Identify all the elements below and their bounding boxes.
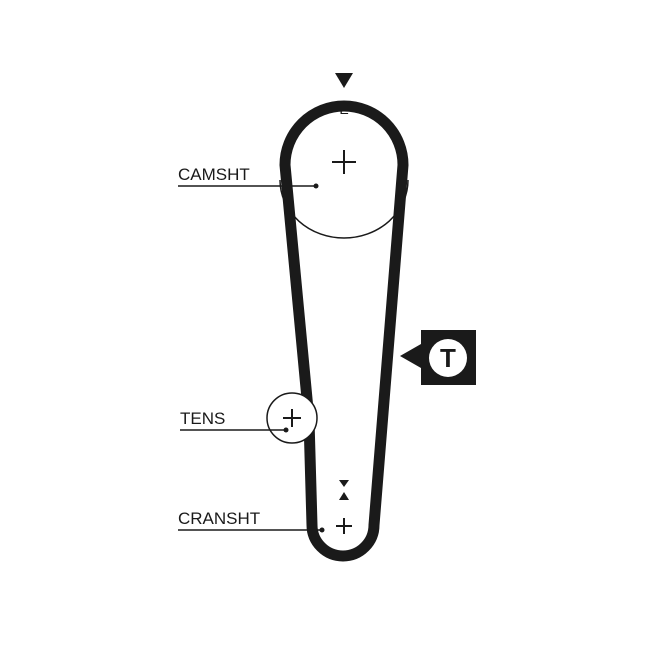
tension-arrow-icon (400, 344, 421, 368)
tensioner-pulley (266, 392, 318, 444)
camshaft-label-group: CAMSHT (178, 165, 319, 189)
crankshaft-arrow-up-icon (339, 492, 349, 500)
timing-mark-label: E (339, 101, 348, 117)
camshaft-pulley (279, 150, 409, 239)
camshaft-leader-dot (313, 183, 319, 189)
crankshaft-label-group: CRANSHT (178, 509, 325, 533)
timing-belt (279, 100, 409, 562)
camshaft-label: CAMSHT (178, 165, 250, 184)
crankshaft-arrow-down-icon (339, 480, 349, 487)
tension-badge: T (400, 330, 476, 385)
crankshaft-label: CRANSHT (178, 509, 260, 528)
belt-outline (279, 100, 409, 562)
camshaft-timing-mark: E (335, 73, 353, 117)
tension-badge-circle (429, 339, 467, 377)
tensioner-label-group: TENS (180, 409, 289, 433)
camshaft-pulley-arc (279, 179, 409, 239)
crankshaft-pulley (336, 480, 352, 534)
tension-badge-letter: T (440, 343, 456, 373)
tensioner-label: TENS (180, 409, 225, 428)
crankshaft-leader-dot (319, 527, 325, 533)
top-arrow-icon (335, 73, 353, 88)
tensioner-leader-dot (283, 427, 289, 433)
